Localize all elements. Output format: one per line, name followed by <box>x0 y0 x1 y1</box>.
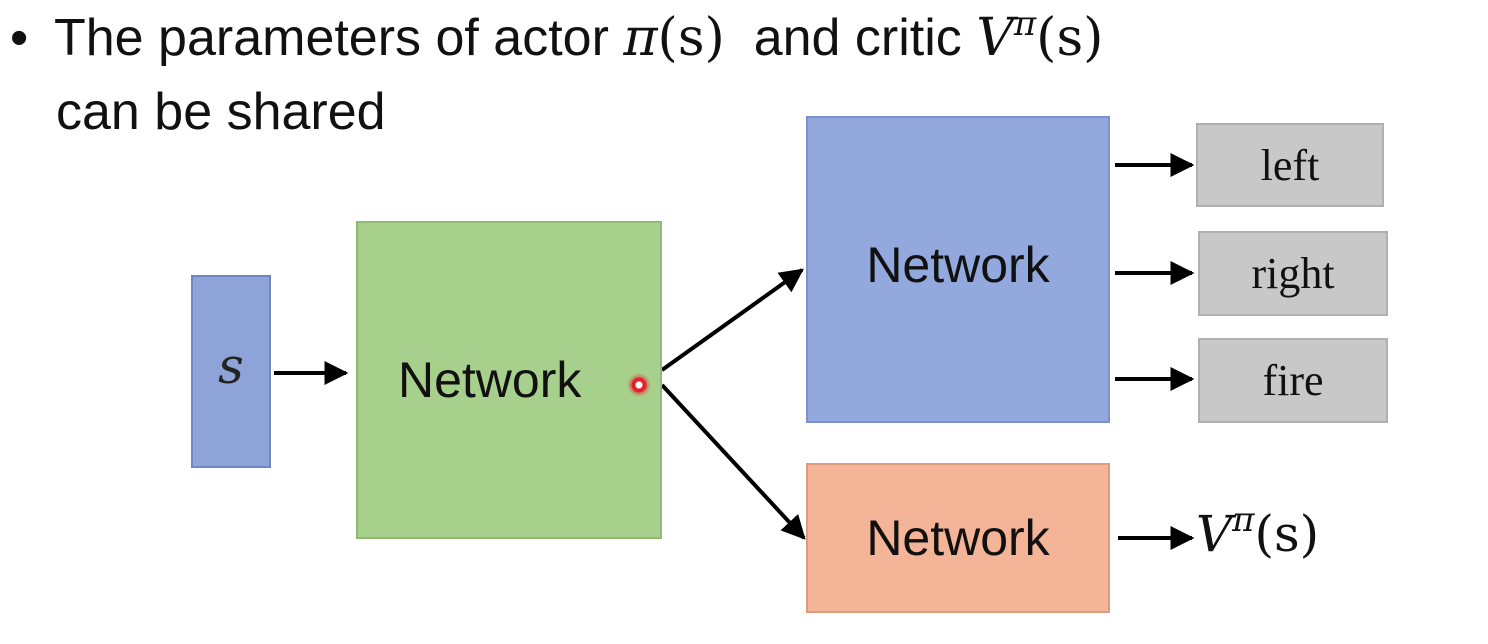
bullet-text-before-pi: The parameters of actor <box>54 9 624 67</box>
action-box-right: right <box>1198 231 1388 316</box>
pi-arg: (s) <box>657 8 725 68</box>
arrow-shared-to-critic <box>660 383 806 540</box>
value-output-sup: π <box>1232 500 1255 540</box>
actor-policy-math: π(s) <box>623 8 724 68</box>
action-label-right: right <box>1251 249 1335 298</box>
action-box-fire: fire <box>1198 338 1388 423</box>
actor-network-box: Network <box>806 116 1110 423</box>
value-output-symbol: V <box>1196 505 1233 563</box>
critic-network-label: Network <box>866 510 1050 566</box>
bullet-text-middle: and critic <box>753 9 977 67</box>
shared-network-box: Network <box>356 221 662 539</box>
bullet-line-2: can be shared <box>56 83 386 141</box>
shared-network-label: Network <box>398 352 582 408</box>
value-output-math: Vπ(s) <box>1196 502 1319 566</box>
critic-value-math: Vπ(s) <box>976 7 1104 68</box>
actor-network-label: Network <box>866 236 1050 293</box>
v-arg: (s) <box>1036 8 1104 68</box>
pi-symbol: π <box>623 8 658 68</box>
mouse-cursor-icon <box>627 373 651 397</box>
action-label-fire: fire <box>1262 356 1324 405</box>
arrow-shared-to-actor <box>660 268 804 372</box>
value-output-arg: (s) <box>1254 505 1320 563</box>
bullet-dot: • <box>10 9 29 67</box>
action-label-left: left <box>1260 140 1320 190</box>
input-state-box: s <box>191 275 271 468</box>
input-state-label: s <box>218 336 244 395</box>
v-sup: π <box>1013 4 1037 44</box>
action-box-left: left <box>1196 123 1384 207</box>
bullet-line-1: •The parameters of actor π(s) and critic… <box>10 6 1480 70</box>
critic-network-box: Network <box>806 463 1110 613</box>
v-symbol: V <box>976 8 1014 68</box>
